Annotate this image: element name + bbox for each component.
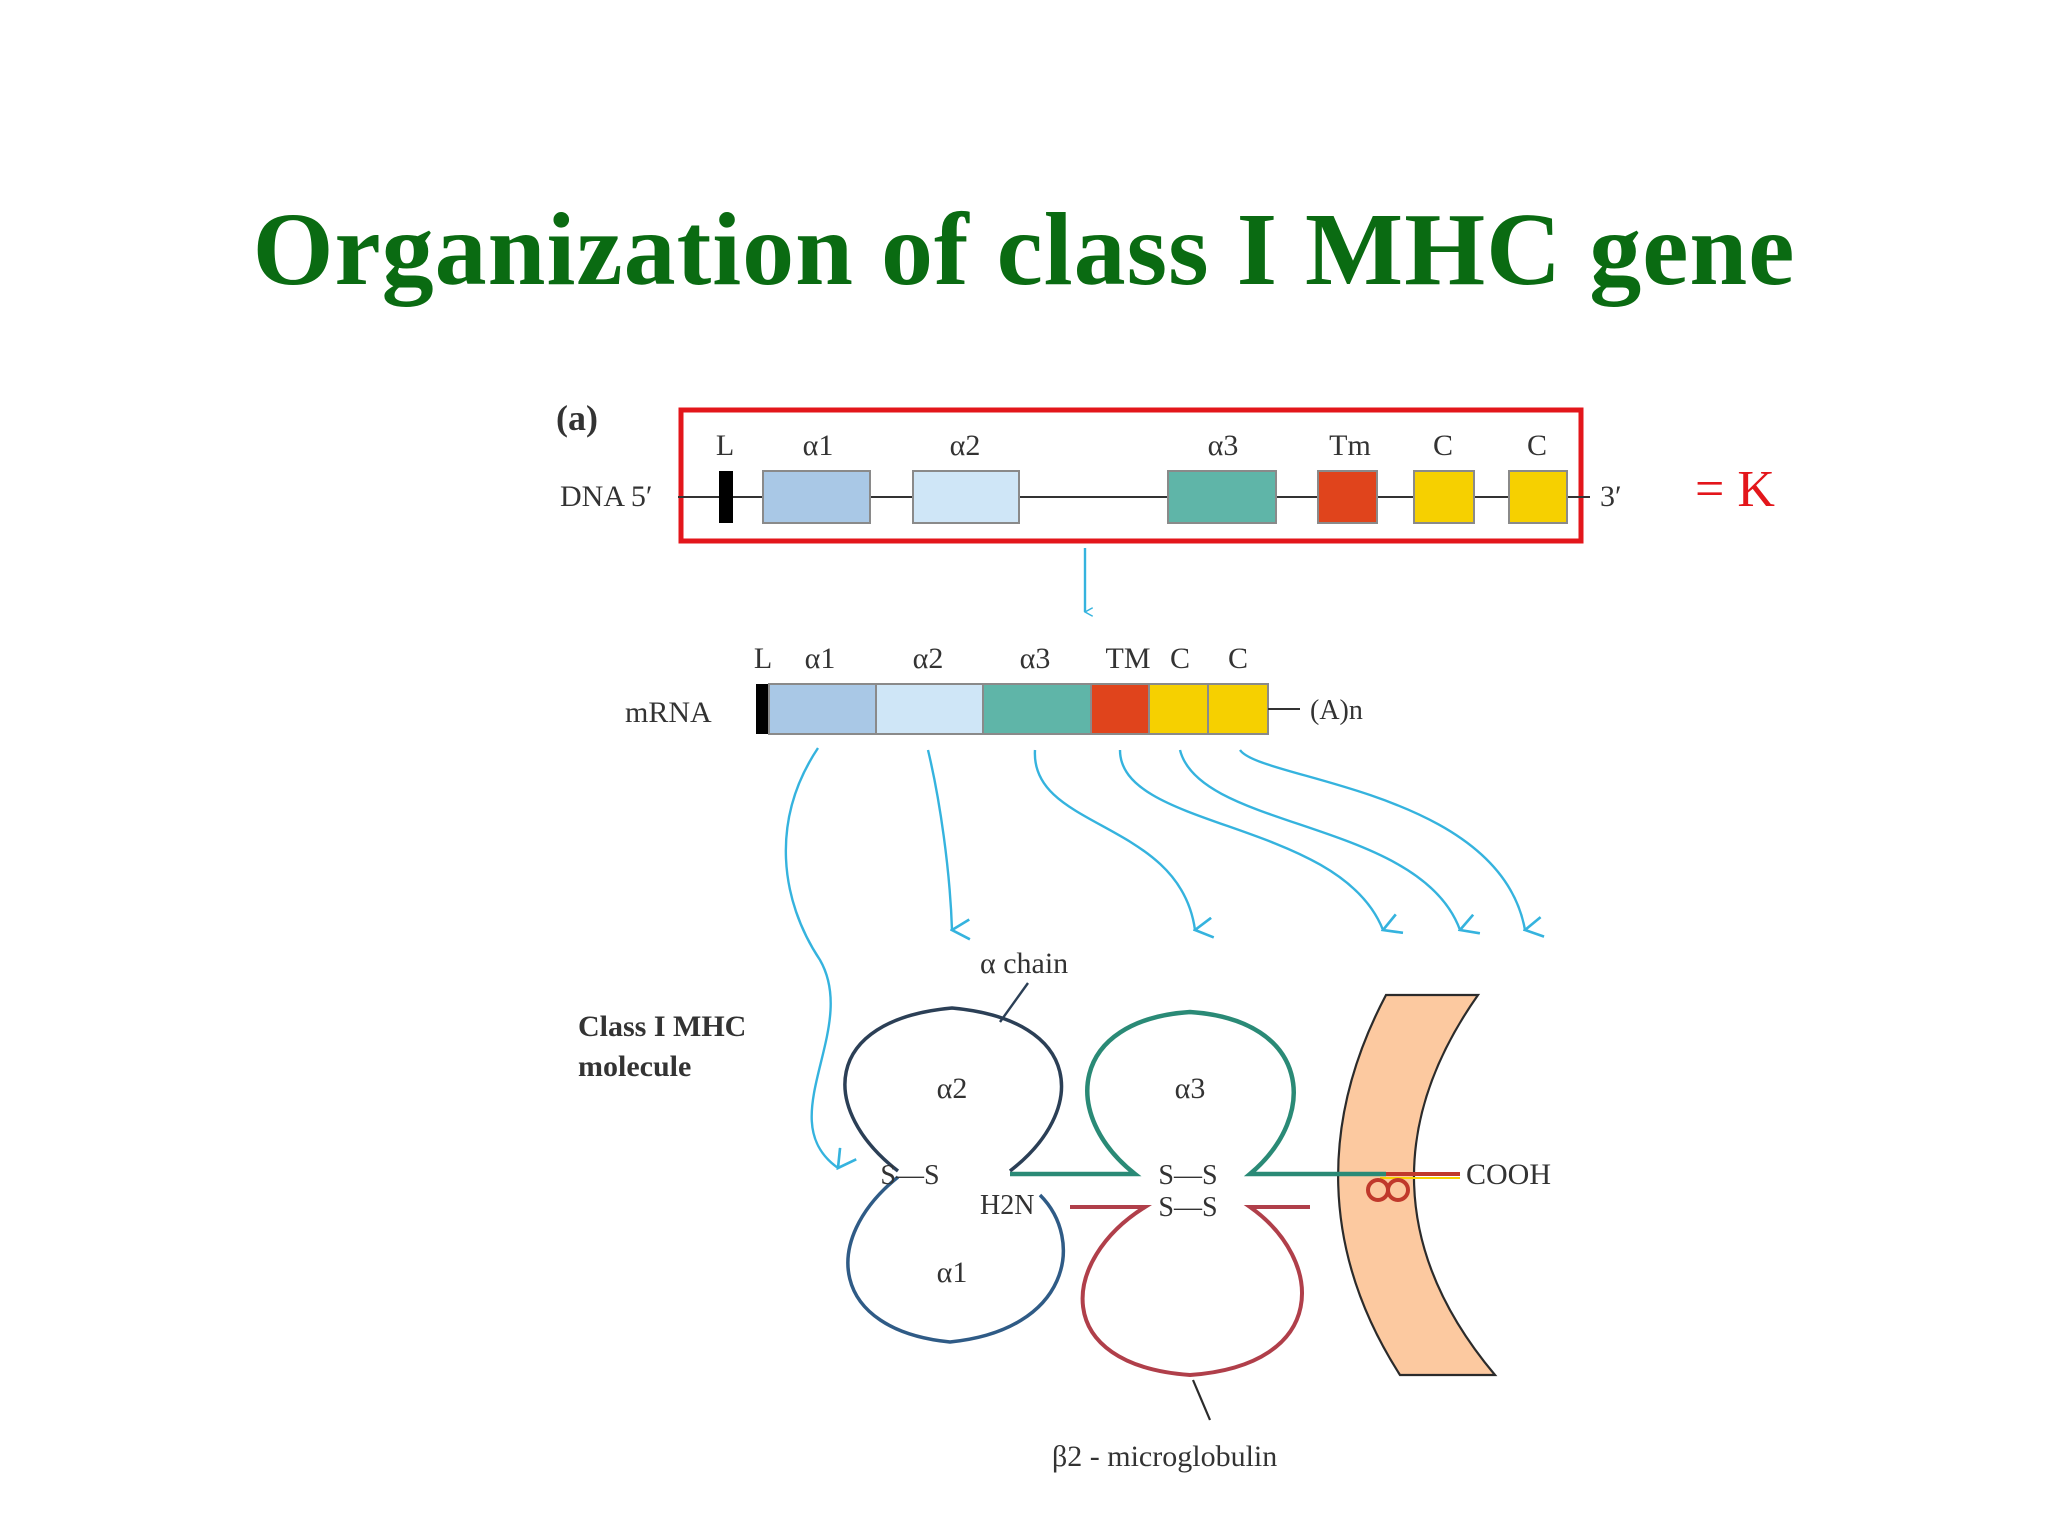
mrna-segment-tm xyxy=(1090,683,1150,735)
molecule-title: molecule xyxy=(578,1050,691,1083)
mapping-arrow-alpha1 xyxy=(784,747,838,1168)
dna-exon-label: Tm xyxy=(1329,429,1371,462)
alpha1-label: α1 xyxy=(937,1256,968,1289)
mrna-segment-leader xyxy=(756,684,769,734)
mapping-arrow-alpha2 xyxy=(926,749,952,930)
b2m-label: β2 - microglobulin xyxy=(1052,1440,1277,1473)
mrna-segment-label: α2 xyxy=(913,642,944,675)
dna-exon-alpha1 xyxy=(762,470,871,524)
disulfide-bond-alpha2: S—S xyxy=(880,1160,939,1191)
alpha-chain-pointer xyxy=(999,982,1029,1023)
mrna-segment-cytoplasmic xyxy=(1207,683,1269,735)
mrna-label: mRNA xyxy=(625,696,712,729)
dna-exon-label: C xyxy=(1527,429,1547,462)
equals-k-label: = K xyxy=(1695,461,1775,518)
amino-terminus-label: H2N xyxy=(980,1190,1034,1221)
alpha3-domain xyxy=(1010,1009,1386,1177)
dna-exon-label: C xyxy=(1433,429,1453,462)
dna-exon-alpha2 xyxy=(912,470,1020,524)
dna-exon-alpha3 xyxy=(1167,470,1277,524)
dna-exon-leader xyxy=(719,471,733,523)
mrna-segment-label: L xyxy=(754,642,772,675)
mrna-segment-label: C xyxy=(1228,642,1248,675)
panel-label: (a) xyxy=(556,398,598,438)
mapping-arrow-tm xyxy=(1118,749,1383,930)
mapping-arrow-alpha3 xyxy=(1033,749,1195,930)
mapping-arrow-cytoplasmic xyxy=(1178,749,1460,930)
dna-exon-label: L xyxy=(716,429,734,462)
carboxy-terminus-label: COOH xyxy=(1466,1158,1551,1191)
alpha2-domain xyxy=(843,1006,1064,1173)
mrna-segment-cytoplasmic xyxy=(1148,683,1209,735)
disulfide-bond-alpha3: S—S xyxy=(1158,1160,1217,1191)
alpha-chain-label: α chain xyxy=(980,947,1068,980)
dna-label: DNA 5′ xyxy=(560,480,652,513)
dna-exon-cytoplasmic xyxy=(1413,470,1475,524)
mrna-segment-alpha3 xyxy=(982,683,1092,735)
mrna-segment-label: C xyxy=(1170,642,1190,675)
mrna-segment-label: α3 xyxy=(1020,642,1051,675)
mapping-arrow-cytoplasmic xyxy=(1239,749,1525,930)
mrna-segment-label: TM xyxy=(1106,642,1151,675)
dna-3prime-label: 3′ xyxy=(1600,480,1622,513)
transmembrane-coil xyxy=(1366,1178,1411,1202)
mrna-segment-alpha2 xyxy=(875,683,984,735)
dna-exon-tm xyxy=(1317,470,1378,524)
alpha1-domain xyxy=(846,1175,1065,1344)
cell-membrane xyxy=(1337,993,1498,1377)
mrna-segment-label: α1 xyxy=(805,642,836,675)
alpha2-label: α2 xyxy=(937,1072,968,1105)
mrna-segment-alpha1 xyxy=(768,683,877,735)
dna-exon-cytoplasmic xyxy=(1508,470,1568,524)
b2m-domain xyxy=(1070,1205,1310,1378)
poly-a-tail-label: (A)n xyxy=(1310,695,1363,726)
disulfide-bond-b2m: S—S xyxy=(1158,1192,1217,1223)
molecule-title: Class I MHC xyxy=(578,1010,746,1043)
dna-exon-label: α3 xyxy=(1208,429,1239,462)
page-title: Organization of class I MHC gene xyxy=(252,192,1796,307)
dna-exon-label: α1 xyxy=(803,429,834,462)
alpha3-label: α3 xyxy=(1175,1072,1206,1105)
b2m-pointer xyxy=(1191,1379,1212,1421)
highlight-box xyxy=(678,407,1584,544)
dna-exon-label: α2 xyxy=(950,429,981,462)
